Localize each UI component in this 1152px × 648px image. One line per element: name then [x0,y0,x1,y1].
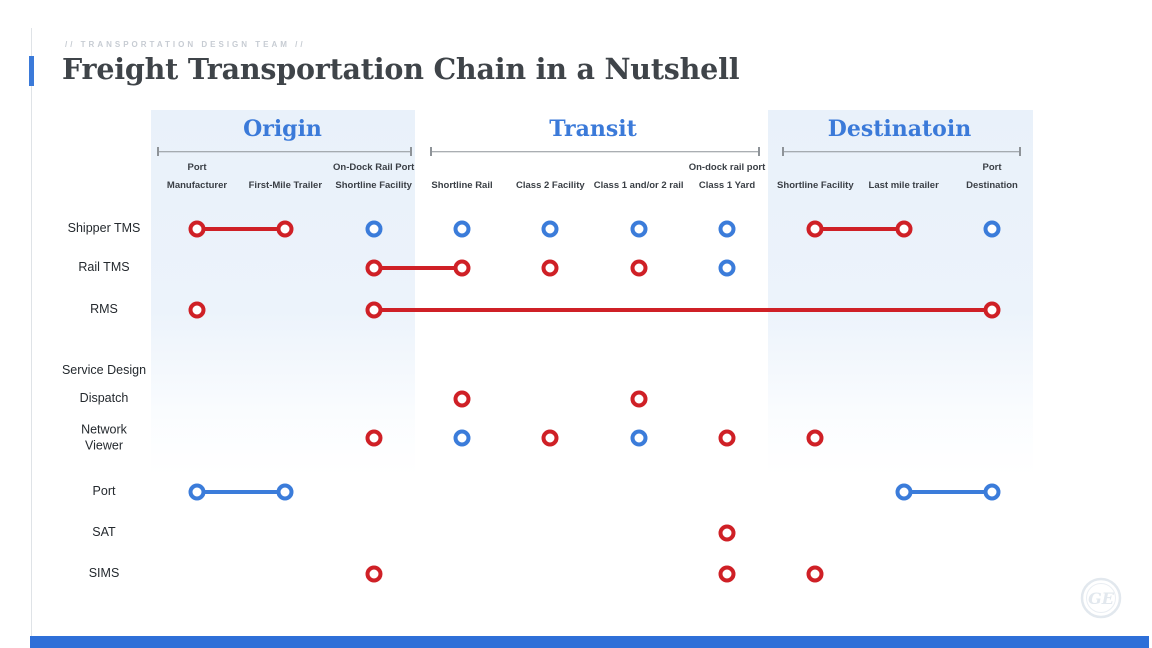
dot [365,429,383,447]
column-label: Last mile trailer [868,180,939,191]
dot [276,220,294,238]
group-panel-origin [151,110,415,476]
dot [365,565,383,583]
dot [806,220,824,238]
dot [541,220,559,238]
dot [365,220,383,238]
column-label: Class 1 and/or 2 rail [593,180,684,191]
dot [983,301,1001,319]
column-label: Class 2 Facility [516,180,585,191]
row-label-rail-tms: Rail TMS [78,260,130,275]
group-panel-destinatoin [768,110,1033,476]
connector-line [197,490,286,494]
dot [630,220,648,238]
column-label-top: Port [187,162,207,173]
eyebrow-label: // TRANSPORTATION DESIGN TEAM // [65,40,306,49]
group-title-transit: Transit [549,116,637,142]
title-accent-bar [29,56,34,86]
connector-line [373,308,992,312]
dot [718,429,736,447]
connector-line [197,227,286,231]
row-label-rms: RMS [90,302,118,317]
row-label-sat: SAT [92,525,116,540]
dot [718,565,736,583]
group-bracket [782,147,1021,156]
row-label-sims: SIMS [88,566,120,581]
dot [276,483,294,501]
dot [453,429,471,447]
dot [630,259,648,277]
column-label: Shortline Facility [335,180,412,191]
group-title-origin: Origin [243,116,322,142]
group-title-destinatoin: Destinatoin [827,116,972,142]
row-label-shipper-tms: Shipper TMS [67,221,141,236]
page-title: Freight Transportation Chain in a Nutshe… [62,52,740,86]
dot [806,565,824,583]
dot [718,220,736,238]
dot [718,524,736,542]
dot [365,301,383,319]
row-label-network-viewer: Network Viewer [81,422,127,452]
dot [806,429,824,447]
svg-text:GE: GE [1088,589,1115,608]
column-label-top: Port [982,162,1002,173]
dot [188,220,206,238]
left-guide-line [31,28,32,648]
column-label-top: On-Dock Rail Port [333,162,415,173]
row-label-port: Port [92,484,116,499]
ge-logo: GE [1080,577,1122,619]
column-label: Shortline Rail [431,180,493,191]
dot [453,220,471,238]
bottom-accent-bar [30,636,1149,648]
dot [188,301,206,319]
row-label-dispatch: Dispatch [79,391,129,406]
row-label-service-design: Service Design [61,363,147,378]
dot [541,429,559,447]
dot [630,390,648,408]
dot [365,259,383,277]
dot [983,483,1001,501]
dot [983,220,1001,238]
connector-line [903,490,992,494]
dot [895,483,913,501]
ge-monogram-icon: GE [1080,577,1122,619]
column-label-top: On-dock rail port [688,162,766,173]
dot [895,220,913,238]
column-label: Class 1 Yard [698,180,756,191]
dot [453,259,471,277]
dot [718,259,736,277]
connector-line [815,227,904,231]
group-bracket [157,147,412,156]
group-bracket [430,147,760,156]
column-label: Destination [966,180,1018,191]
column-label: First-Mile Trailer [248,180,323,191]
dot [188,483,206,501]
column-label: Shortline Facility [777,180,854,191]
column-label: Manufacturer [166,180,228,191]
dot [453,390,471,408]
dot [630,429,648,447]
connector-line [373,266,462,270]
dot [541,259,559,277]
